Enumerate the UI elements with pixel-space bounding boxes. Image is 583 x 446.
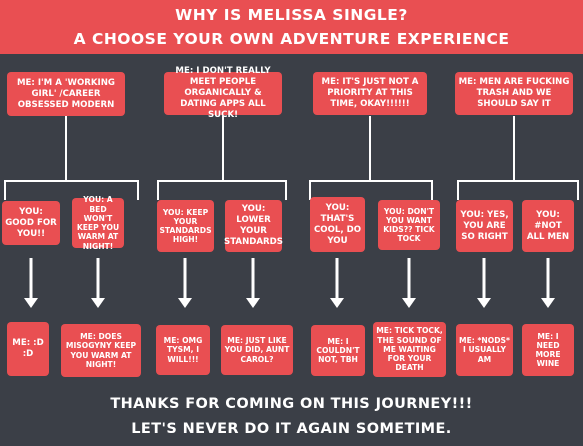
answer-box-nods: ME: *NODS* I USUALLY AM: [456, 324, 513, 376]
arrow-head-icon: [330, 298, 344, 308]
reply-box-so-right: YOU: YES, YOU ARE SO RIGHT: [456, 200, 513, 252]
prompt-box-priority: ME: IT'S JUST NOT A PRIORITY AT THIS TIM…: [313, 72, 427, 115]
reply-box-keep-standards: YOU: KEEP YOUR STANDARDS HIGH!: [157, 200, 214, 252]
arrow-head-icon: [91, 298, 105, 308]
arrow-head-icon: [24, 298, 38, 308]
prompt-box-working-girl: ME: I'M A 'WORKING GIRL' /CAREER OBSESSE…: [7, 72, 125, 116]
answer-box-couldnt-not: ME: I COULDN'T NOT, TBH: [311, 325, 365, 376]
reply-box-lower-standards: YOU: LOWER YOUR STANDARDS: [224, 200, 283, 252]
prompt-box-men-trash: ME: MEN ARE FUCKING TRASH AND WE SHOULD …: [455, 72, 573, 115]
answer-box-more-wine: ME: I NEED MORE WINE: [522, 324, 574, 376]
arrow-head-icon: [402, 298, 416, 308]
prompt-box-dating-apps: ME: I DON'T REALLY MEET PEOPLE ORGANICAL…: [164, 66, 282, 120]
answer-box-tick-tock: ME: TICK TOCK, THE SOUND OF ME WAITING F…: [373, 322, 446, 377]
arrow-head-icon: [178, 298, 192, 308]
title-line-2: A CHOOSE YOUR OWN ADVENTURE EXPERIENCE: [73, 30, 510, 48]
arrow-head-icon: [477, 298, 491, 308]
footer-line-2: LET'S NEVER DO IT AGAIN SOMETIME.: [131, 421, 452, 437]
answer-box-omg-tysm: ME: OMG TYSM, I WILL!!!: [156, 325, 210, 375]
arrow-head-icon: [541, 298, 555, 308]
reply-box-want-kids: YOU: DON'T YOU WANT KIDS?? TICK TOCK: [378, 200, 440, 250]
reply-box-not-all-men: YOU: #NOT ALL MEN: [522, 200, 574, 252]
answer-box-misogyny: ME: DOES MISOGYNY KEEP YOU WARM AT NIGHT…: [61, 324, 141, 377]
reply-box-thats-cool: YOU: THAT'S COOL, DO YOU: [310, 197, 365, 252]
answer-box-smiley: ME: :D :D: [7, 322, 49, 376]
title-line-1: WHY IS MELISSA SINGLE?: [175, 6, 408, 24]
title-banner: WHY IS MELISSA SINGLE? A CHOOSE YOUR OWN…: [0, 0, 583, 54]
reply-box-good-for-you: YOU: GOOD FOR YOU!!: [2, 201, 60, 245]
footer-line-1: THANKS FOR COMING ON THIS JOURNEY!!!: [110, 396, 473, 412]
answer-box-aunt-carol: ME: JUST LIKE YOU DID, AUNT CAROL?: [221, 325, 293, 375]
arrow-head-icon: [246, 298, 260, 308]
reply-box-bed-warm: YOU: A BED WON'T KEEP YOU WARM AT NIGHT!: [72, 195, 124, 251]
